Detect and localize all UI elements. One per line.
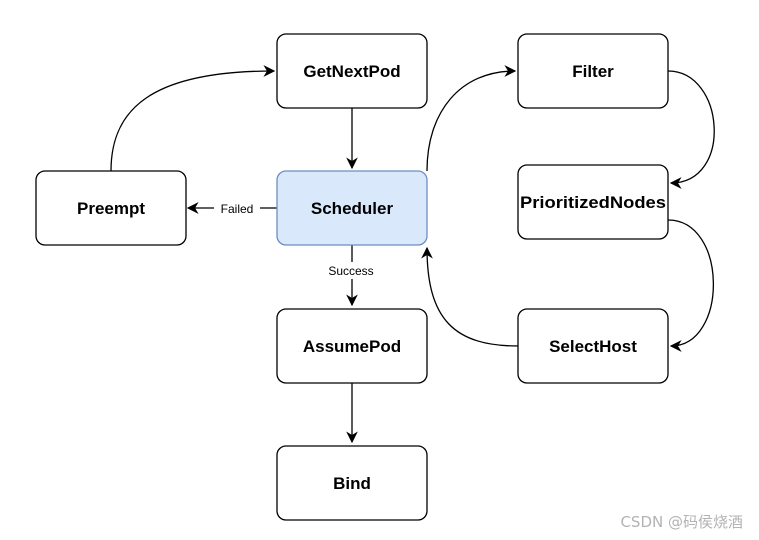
node-prioritizednodes[interactable]: PrioritizedNodes bbox=[517, 164, 669, 240]
edge-selecthost-scheduler bbox=[421, 246, 519, 347]
node-bind[interactable]: Bind bbox=[276, 445, 428, 521]
node-selecthost[interactable]: SelectHost bbox=[517, 308, 669, 384]
node-filter[interactable]: Filter bbox=[517, 33, 669, 109]
success-label-bg bbox=[318, 262, 384, 279]
node-scheduler[interactable]: Scheduler bbox=[276, 170, 428, 246]
edge-preempt-getnextpod bbox=[110, 65, 276, 172]
node-assumepod[interactable]: AssumePod bbox=[276, 308, 428, 384]
node-preempt-label: Preempt bbox=[77, 199, 145, 218]
edges bbox=[110, 65, 715, 444]
node-getnextpod[interactable]: GetNextPod bbox=[276, 33, 428, 109]
node-preempt[interactable]: Preempt bbox=[35, 170, 187, 246]
node-selecthost-label: SelectHost bbox=[549, 337, 637, 356]
edge-scheduler-filter bbox=[426, 65, 517, 172]
edge-label-failed: Failed bbox=[221, 202, 254, 216]
node-getnextpod-label: GetNextPod bbox=[303, 62, 400, 81]
node-assumepod-label: AssumePod bbox=[303, 337, 401, 356]
edge-prioritizednodes-selecthost bbox=[667, 219, 715, 352]
failed-label-bg bbox=[214, 201, 260, 217]
node-prioritizednodes-label: PrioritizedNodes bbox=[520, 193, 666, 212]
edge-filter-prioritizednodes bbox=[667, 70, 715, 189]
node-scheduler-label: Scheduler bbox=[311, 199, 394, 218]
watermark-text: CSDN @码侯烧酒 bbox=[620, 513, 743, 531]
node-bind-label: Bind bbox=[333, 474, 371, 493]
edge-label-success: Success bbox=[328, 264, 373, 278]
node-filter-label: Filter bbox=[572, 62, 614, 81]
